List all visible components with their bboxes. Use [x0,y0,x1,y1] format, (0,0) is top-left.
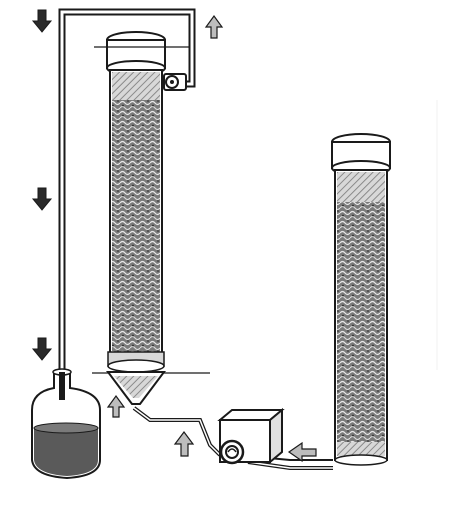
arrow-up-column-inlet [106,394,126,418]
reservoir-flask [31,368,101,480]
flow-arrows [31,9,317,463]
column-right-hatched-zone [337,172,385,202]
column-right-bottom-hatch [337,442,385,456]
arrow-up-pump [173,431,195,457]
arrow-left-pump-feed [287,441,317,463]
column-left-hatched-zone [112,72,160,100]
arrow-down-top [31,9,53,33]
outlet-valve [163,73,187,91]
reservoir-liquid [34,428,98,476]
peristaltic-pump [217,407,285,465]
column-right [331,133,391,466]
tubing [58,8,333,470]
arrow-up-outlet [204,14,224,39]
column-right-packing [337,202,385,442]
column-left-packing [112,100,160,352]
arrow-down-bottom [31,337,53,361]
column-left [92,31,210,405]
arrow-down-middle [31,187,53,211]
outlet-tube-to-pump [132,406,222,457]
